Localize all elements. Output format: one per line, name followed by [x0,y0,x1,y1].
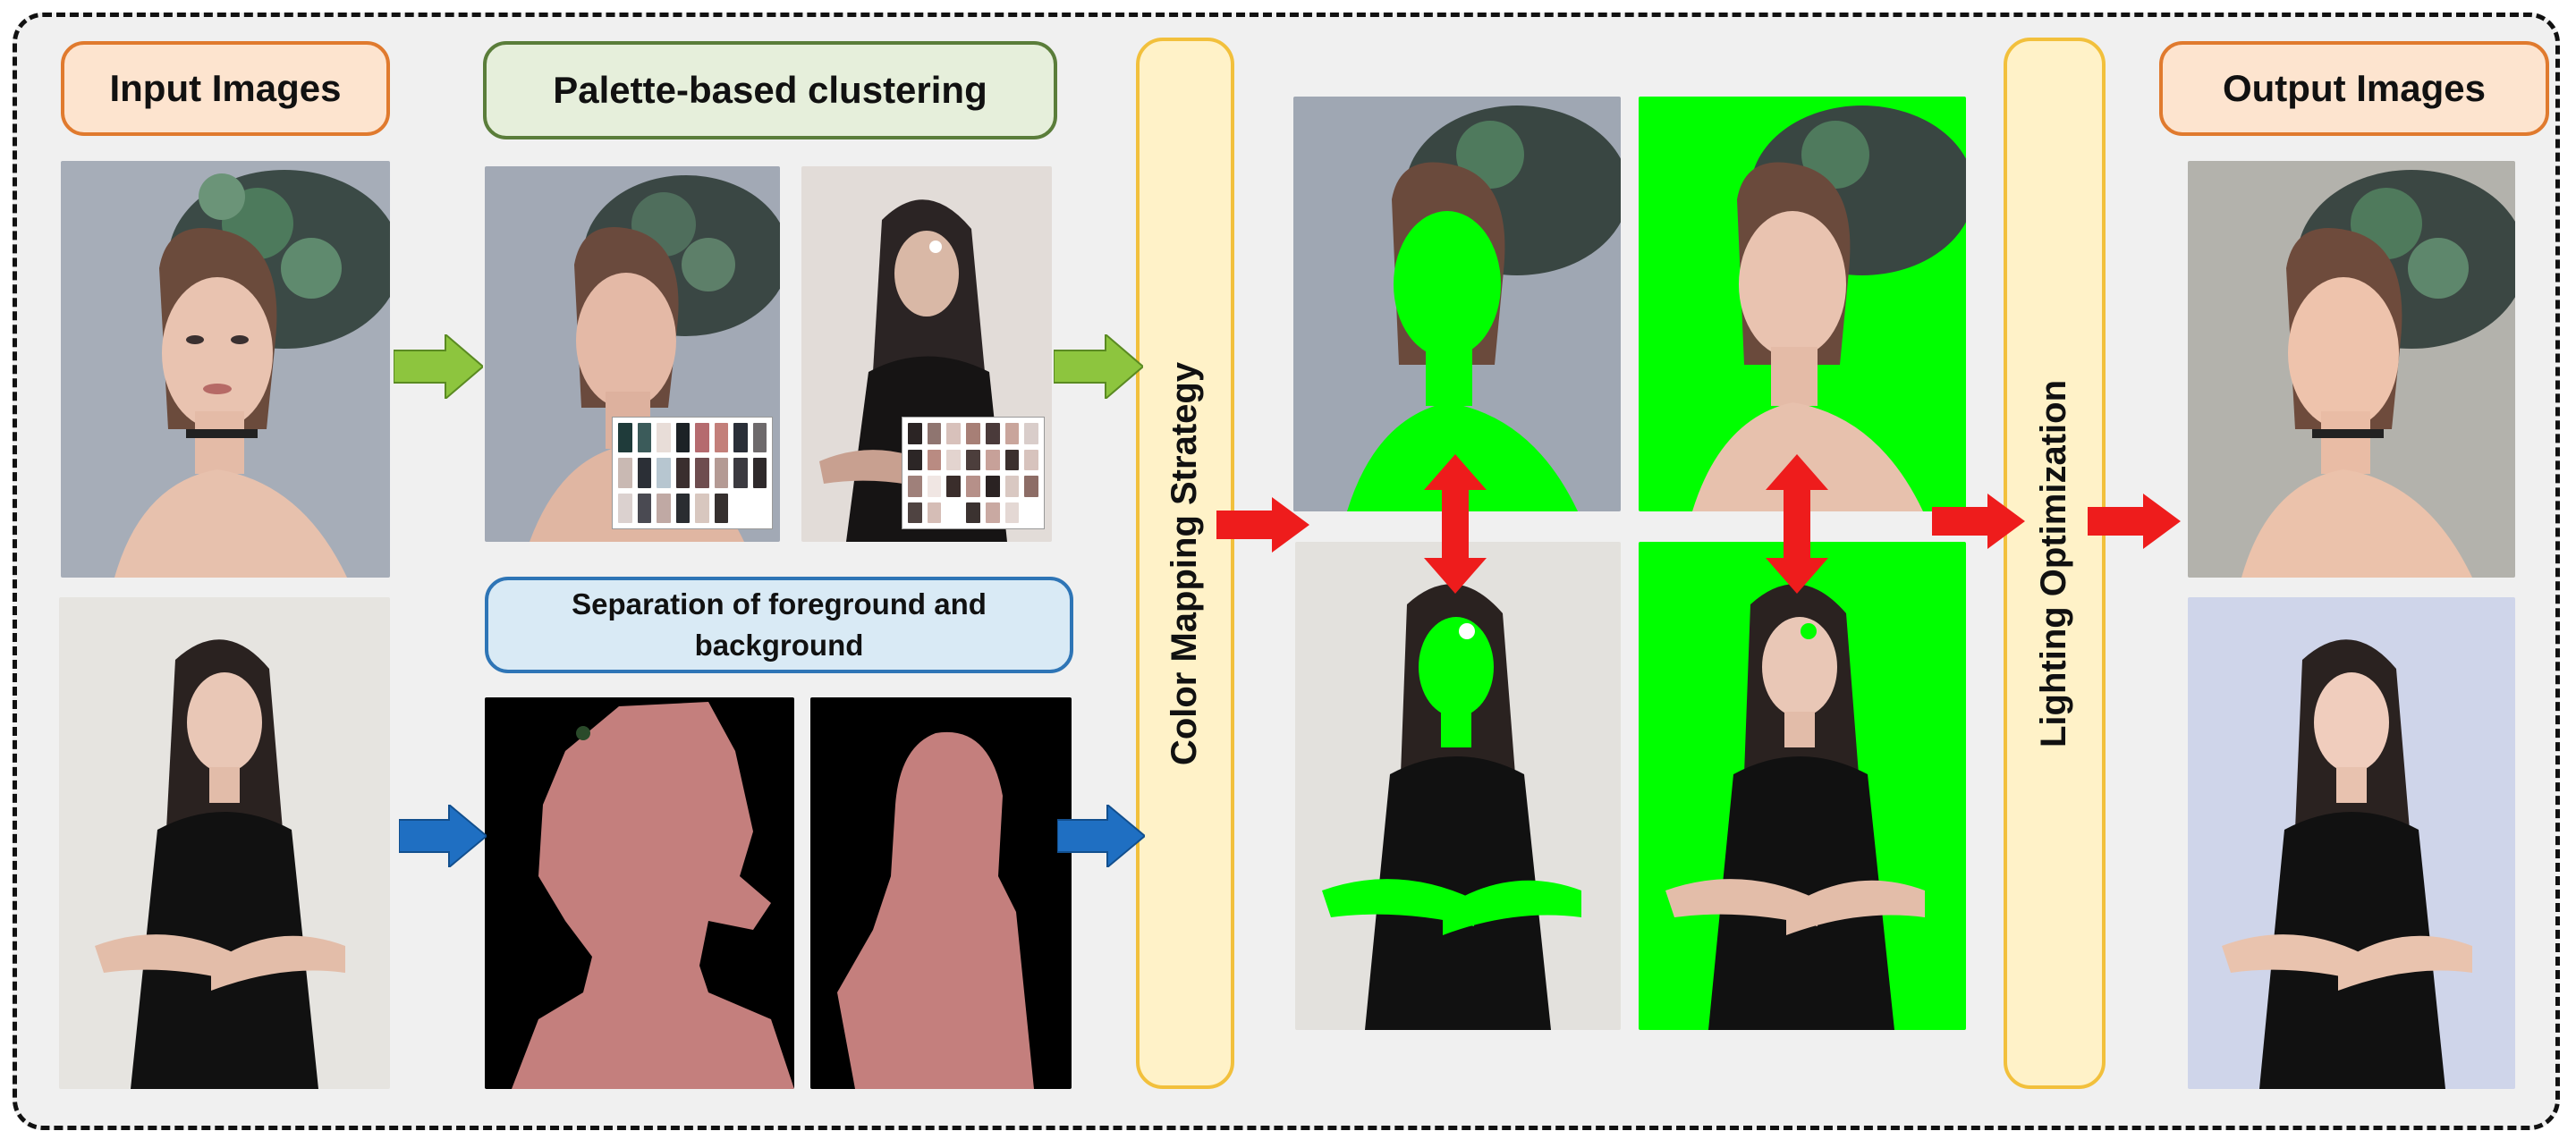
palette-color-swatch [966,449,980,470]
clustered-image-2 [801,166,1052,542]
mapping-result-2-skin-mask [1295,542,1621,1030]
palette-color-swatch [733,493,748,523]
diagram-frame [13,13,2560,1130]
palette-color-swatch [946,502,962,523]
color-mapping-label: Color Mapping Strategy [1165,361,1205,765]
lighting-optimization-label: Lighting Optimization [2034,379,2074,747]
palette-color-swatch [1004,476,1020,497]
mask-image-1 [485,697,794,1089]
palette-color-swatch [1024,449,1038,470]
palette-color-swatch [966,502,980,523]
palette-color-swatch [1004,423,1020,444]
palette-color-swatch [1024,423,1038,444]
palette-color-swatch [927,449,942,470]
palette-color-swatch [714,493,728,523]
palette-color-swatch [1024,476,1038,497]
palette-color-swatch [908,423,922,444]
green-arrow-input-to-clustering [394,334,483,399]
palette-color-swatch [733,423,748,453]
separation-title-line1: Separation of foreground and [572,587,987,620]
blue-arrow-separation-to-mapping [1057,805,1145,867]
red-double-arrow-right [1766,454,1828,594]
palette-color-swatch [657,493,671,523]
palette-color-swatch [657,458,671,488]
palette-color-swatch [1024,502,1038,523]
mapping-result-1-background-mask [1639,97,1966,511]
palette-color-swatch [714,458,728,488]
palette-color-swatch [733,458,748,488]
palette-color-swatch [966,476,980,497]
color-mapping-bar: Color Mapping Strategy [1136,38,1234,1089]
palette-color-swatch [637,458,651,488]
clustered-image-1 [485,166,780,542]
output-image-2 [2188,597,2515,1089]
red-arrow-results-to-lighting [1932,494,2025,549]
palette-color-swatch [752,458,767,488]
palette-color-swatch [908,449,922,470]
red-arrow-lighting-to-output [2088,494,2181,549]
palette-color-swatch [908,502,922,523]
palette-color-swatch [675,423,690,453]
palette-color-swatch [675,458,690,488]
palette-color-swatch [966,423,980,444]
palette-color-swatch [618,493,632,523]
output-images-title: Output Images [2159,41,2549,136]
palette-color-swatch [637,493,651,523]
palette-color-swatch [657,423,671,453]
palette-color-swatch [927,502,942,523]
mapping-result-2-background-mask [1639,542,1966,1030]
lighting-optimization-bar: Lighting Optimization [2004,38,2106,1089]
separation-title: Separation of foreground and background [485,577,1073,673]
palette-color-swatch [985,423,1000,444]
palette-color-swatch [618,458,632,488]
palette-color-swatch [752,423,767,453]
palette-color-swatch [985,502,1000,523]
palette-color-swatch [1004,502,1020,523]
input-image-portrait-1 [61,161,390,578]
blue-arrow-input-to-separation [399,805,487,867]
palette-clustering-title: Palette-based clustering [483,41,1057,139]
palette-swatch-1 [612,417,773,529]
palette-color-swatch [695,458,709,488]
palette-color-swatch [985,449,1000,470]
palette-color-swatch [946,476,962,497]
palette-swatch-2 [902,417,1045,529]
palette-color-swatch [927,476,942,497]
mask-image-2 [810,697,1072,1089]
palette-color-swatch [752,493,767,523]
palette-color-swatch [927,423,942,444]
palette-color-swatch [618,423,632,453]
palette-color-swatch [1004,449,1020,470]
palette-color-swatch [714,423,728,453]
palette-color-swatch [946,423,962,444]
input-image-portrait-2 [59,597,390,1089]
palette-color-swatch [675,493,690,523]
red-double-arrow-left [1424,454,1487,594]
palette-color-swatch [908,476,922,497]
palette-color-swatch [946,449,962,470]
palette-color-swatch [985,476,1000,497]
mapping-result-1-skin-mask [1293,97,1621,511]
input-images-title: Input Images [61,41,390,136]
green-arrow-clustering-to-mapping [1054,334,1143,399]
palette-color-swatch [695,423,709,453]
palette-color-swatch [695,493,709,523]
palette-color-swatch [637,423,651,453]
separation-title-line2: background [694,629,864,662]
red-arrow-mapping-to-results [1216,497,1309,553]
output-image-1 [2188,161,2515,578]
